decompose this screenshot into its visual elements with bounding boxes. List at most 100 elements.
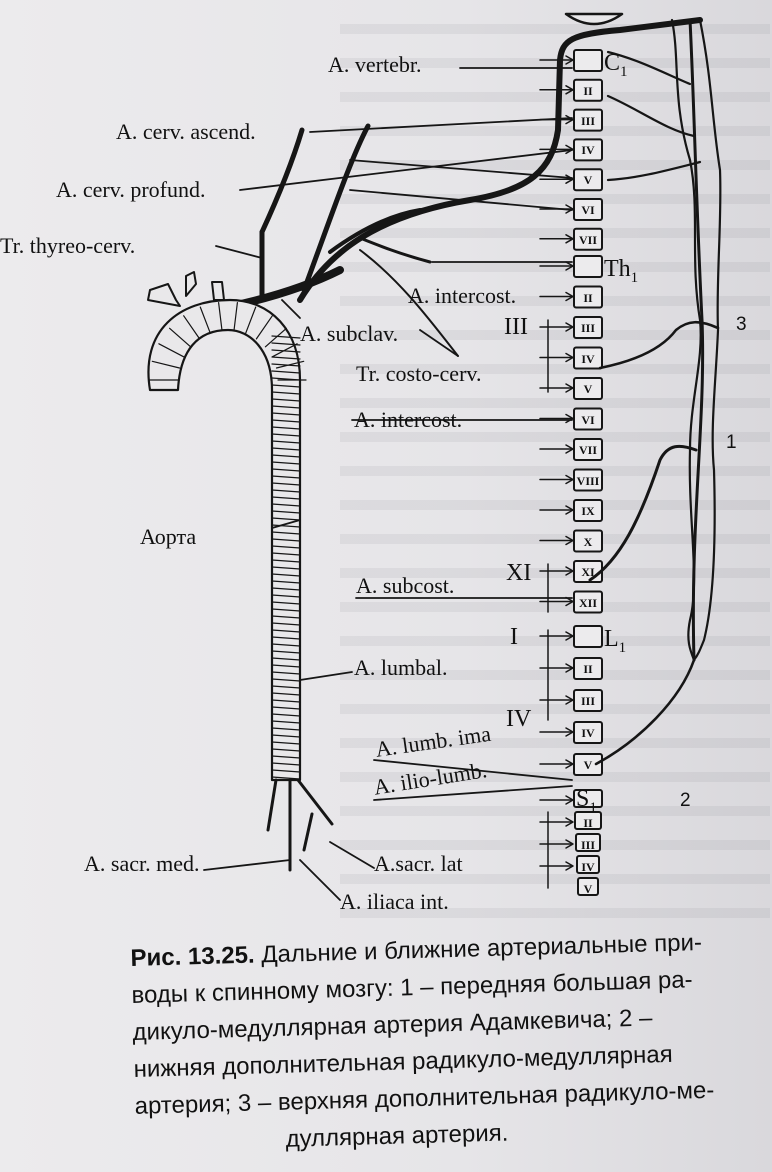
vertebra-thoracic-10 — [573, 529, 603, 553]
aorta-arch-striation — [233, 302, 238, 331]
leader-line — [299, 859, 341, 901]
arrow-head — [565, 174, 574, 184]
aorta-arch-striation — [151, 360, 181, 369]
arrow-head — [565, 566, 574, 576]
aorta-striation — [271, 531, 301, 535]
aorta-striation — [271, 573, 301, 577]
aorta-arch-striation — [199, 306, 211, 334]
cervical-ascending-artery — [259, 127, 305, 235]
range-marker-xi: XI — [506, 560, 532, 586]
aorta-striation — [271, 391, 301, 395]
leader-line — [239, 149, 573, 191]
vertebra-label: V — [583, 382, 593, 396]
leader-line — [299, 671, 353, 681]
vertebra-label: IV — [581, 351, 595, 366]
vertebra-label: V — [583, 173, 593, 188]
leader-line — [271, 519, 301, 529]
aorta-striation — [271, 755, 301, 759]
aorta-striation — [271, 398, 301, 402]
vertebra-cervical-7 — [573, 227, 603, 251]
arrow-head — [565, 817, 574, 827]
vertebra-label: V — [583, 758, 593, 772]
range-marker-iii: III — [504, 314, 528, 340]
vertebra-lumbar-4 — [573, 721, 603, 744]
arrow-head — [565, 444, 574, 454]
aorta-striation — [271, 748, 301, 752]
vertebra-thoracic-4 — [573, 346, 603, 370]
aorta-striation — [271, 475, 301, 479]
aorta-arch-striation — [264, 327, 287, 348]
aorta-striation — [271, 727, 301, 731]
skull-base — [564, 12, 624, 26]
vertebra-cervical-2 — [573, 78, 603, 102]
aorta-arch-striation — [271, 343, 298, 358]
aorta-striation — [271, 356, 301, 360]
aorta-arch-striation — [245, 306, 257, 334]
arrow-head — [565, 727, 574, 737]
vertebra-sacral-3 — [575, 833, 601, 852]
vertebra-cervical-4 — [573, 138, 603, 162]
aorta-striation — [271, 734, 301, 738]
leader-line — [349, 189, 573, 211]
arrow-head — [565, 759, 574, 769]
aorta-striation — [271, 566, 301, 570]
aorta-striation — [271, 363, 301, 367]
aorta-striation — [271, 580, 301, 584]
artery-number-3: 3 — [736, 314, 747, 335]
aorta-striation — [271, 503, 301, 507]
arrow-head — [565, 795, 574, 805]
subclavian-artery — [228, 266, 344, 310]
vertebra-sacral-2 — [574, 811, 602, 830]
aorta-striation — [271, 622, 301, 626]
vertebra-lumbar-5 — [573, 753, 603, 776]
figure-caption: Рис. 13.25. Дальние и ближние артериальн… — [130, 922, 766, 1162]
radicular-artery-adamkiewicz — [588, 444, 698, 582]
label-intercostal-artery: A. intercost. — [354, 407, 463, 432]
caption-title: Рис. 13.25. — [130, 941, 256, 972]
aorta-striation — [271, 510, 301, 514]
arrow-head — [565, 55, 574, 65]
aorta-striation — [271, 692, 301, 696]
label-subclavian-artery: A. subclav. — [300, 321, 399, 346]
aorta-striation — [271, 482, 301, 486]
segment-s1: S1 — [576, 786, 597, 816]
arrow-head — [565, 234, 574, 244]
arrow-head — [565, 291, 574, 302]
label-sacral-lateral-artery: A.sacr. lat — [374, 851, 463, 876]
arrow-head — [565, 85, 574, 95]
aorta-striation — [271, 713, 301, 717]
vertebra-sacral-1 — [573, 789, 603, 808]
vertebra-label: III — [580, 113, 595, 128]
aorta-striation — [271, 769, 301, 773]
aorta-striation — [271, 454, 301, 458]
arrow-head — [565, 114, 574, 125]
vertebra-label: IX — [581, 504, 595, 518]
spinal-cord-outline — [670, 18, 722, 662]
arrow-head — [565, 204, 574, 214]
arrow-head — [565, 631, 574, 641]
arrow-head — [565, 861, 574, 871]
aorta-striation — [271, 426, 301, 430]
arrow-head — [565, 383, 574, 393]
vertebra-label: II — [583, 83, 593, 98]
arrow-head — [565, 413, 574, 424]
vertebra-lumbar-3 — [573, 689, 603, 712]
vertebra-label: VII — [578, 443, 597, 457]
vertebral-artery — [297, 17, 703, 303]
leader-line — [373, 785, 573, 801]
aorta-striation — [271, 601, 301, 605]
range-marker-i: I — [510, 624, 518, 650]
vertebra-lumbar-1 — [573, 625, 603, 648]
aorta-striation — [271, 762, 301, 766]
label-cervical-profund-artery: A. cerv. profund. — [56, 177, 206, 202]
aorta-striation — [271, 370, 301, 374]
aorta-striation — [271, 559, 301, 563]
aorta-striation — [271, 587, 301, 591]
leader-line — [281, 299, 301, 319]
arrow-head — [565, 352, 574, 363]
segment-th1: Th1 — [604, 256, 639, 286]
aorta-arch-striation — [275, 360, 305, 369]
arrow-head — [565, 261, 574, 271]
